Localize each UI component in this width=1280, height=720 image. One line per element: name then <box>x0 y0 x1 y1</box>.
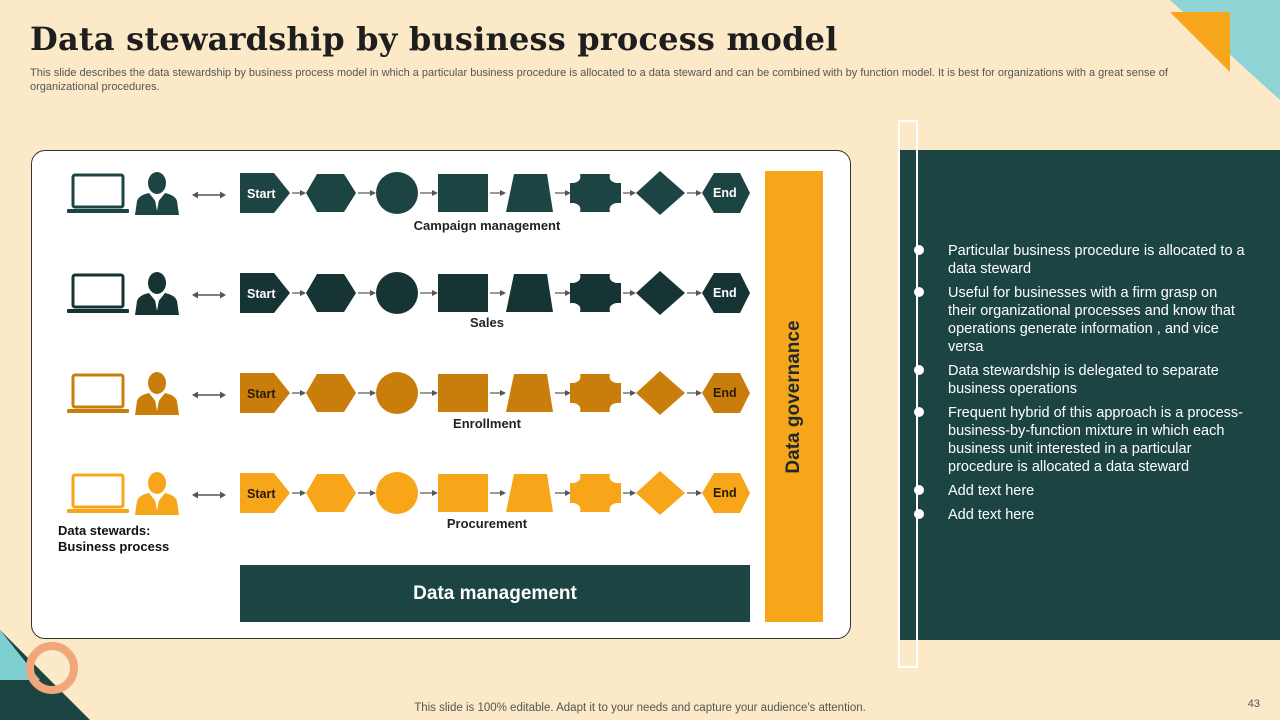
data-steward-icon <box>135 472 179 515</box>
bullet-item: Particular business procedure is allocat… <box>914 242 1248 278</box>
plus-shape <box>570 274 621 312</box>
bullet-dot <box>914 365 924 375</box>
data-governance-label: Data governance <box>783 319 804 474</box>
start-label: Start <box>247 287 276 301</box>
hexagon-shape <box>306 274 356 312</box>
row-label-procurement: Procurement <box>446 516 528 531</box>
double-arrow-icon <box>192 291 226 299</box>
bullet-dot <box>914 287 924 297</box>
hexagon-shape <box>306 174 356 212</box>
data-governance-bar: Data governance <box>765 171 823 622</box>
process-row-enrollment: Start End <box>32 371 792 431</box>
double-arrow-icon <box>192 391 226 399</box>
rectangle-shape <box>438 474 488 512</box>
process-row-procurement: Start End <box>32 471 792 531</box>
process-flow: Start End <box>240 371 750 415</box>
laptop-icon <box>67 473 129 513</box>
double-arrow-icon <box>192 191 226 199</box>
bullet-item: Add text here <box>914 482 1248 500</box>
end-shape <box>702 173 750 213</box>
start-shape <box>240 473 290 513</box>
laptop-icon <box>67 173 129 213</box>
bullet-item: Data stewardship is delegated to separat… <box>914 362 1248 398</box>
end-shape <box>702 373 750 413</box>
end-shape <box>702 273 750 313</box>
plus-shape <box>570 474 621 512</box>
row-label-enrollment: Enrollment <box>453 416 521 431</box>
corner-decoration-top-right <box>1170 0 1280 100</box>
process-row-campaign: Start End <box>32 171 792 231</box>
slide-title: Data stewardship by business process mod… <box>30 20 838 58</box>
diamond-shape <box>636 371 685 415</box>
process-flow: Start End <box>240 171 750 215</box>
footer-note: This slide is 100% editable. Adapt it to… <box>414 702 866 714</box>
start-label: Start <box>247 487 276 501</box>
info-panel <box>900 150 1280 640</box>
data-management-bar: Data management <box>240 565 750 622</box>
hexagon-shape <box>306 374 356 412</box>
laptop-icon <box>67 273 129 313</box>
double-arrow-icon <box>192 491 226 499</box>
laptop-icon <box>67 373 129 413</box>
circle-shape <box>376 272 418 314</box>
start-shape <box>240 273 290 313</box>
start-shape <box>240 373 290 413</box>
bullet-item: Useful for businesses with a firm grasp … <box>914 284 1248 356</box>
bullet-dot <box>914 245 924 255</box>
plus-shape <box>570 174 621 212</box>
bullet-dot <box>914 407 924 417</box>
trapezoid-shape <box>506 174 553 212</box>
data-stewards-label: Data stewards: Business process <box>58 523 170 554</box>
process-row-sales: Start End <box>32 271 792 331</box>
process-flow: Start End <box>240 271 750 315</box>
page-number: 43 <box>1247 698 1260 710</box>
data-steward-icon <box>135 272 179 315</box>
diamond-shape <box>636 271 685 315</box>
bullet-item: Add text here <box>914 506 1248 524</box>
hexagon-shape <box>306 474 356 512</box>
trapezoid-shape <box>506 374 553 412</box>
end-label: End <box>713 186 737 200</box>
bullet-dot <box>914 485 924 495</box>
rectangle-shape <box>438 174 488 212</box>
plus-shape <box>570 374 621 412</box>
corner-decoration-bottom-left <box>0 630 90 720</box>
start-label: Start <box>247 387 276 401</box>
start-label: Start <box>247 187 276 201</box>
diamond-shape <box>636 171 685 215</box>
bullet-item: Frequent hybrid of this approach is a pr… <box>914 404 1248 476</box>
end-label: End <box>713 486 737 500</box>
data-steward-icon <box>135 372 179 415</box>
end-label: End <box>713 286 737 300</box>
start-shape <box>240 173 290 213</box>
process-flow: Start End <box>240 471 750 515</box>
rectangle-shape <box>438 274 488 312</box>
rectangle-shape <box>438 374 488 412</box>
end-shape <box>702 473 750 513</box>
row-label-campaign: Campaign management <box>413 218 561 233</box>
row-label-sales: Sales <box>470 315 504 330</box>
bullet-dot <box>914 509 924 519</box>
data-steward-icon <box>135 172 179 215</box>
circle-shape <box>376 172 418 214</box>
timeline-bar <box>898 120 918 668</box>
circle-shape <box>376 372 418 414</box>
bullet-list: Particular business procedure is allocat… <box>914 242 1248 530</box>
diamond-shape <box>636 471 685 515</box>
circle-shape <box>376 472 418 514</box>
end-label: End <box>713 386 737 400</box>
slide-subtitle: This slide describes the data stewardshi… <box>30 67 1168 93</box>
trapezoid-shape <box>506 474 553 512</box>
trapezoid-shape <box>506 274 553 312</box>
